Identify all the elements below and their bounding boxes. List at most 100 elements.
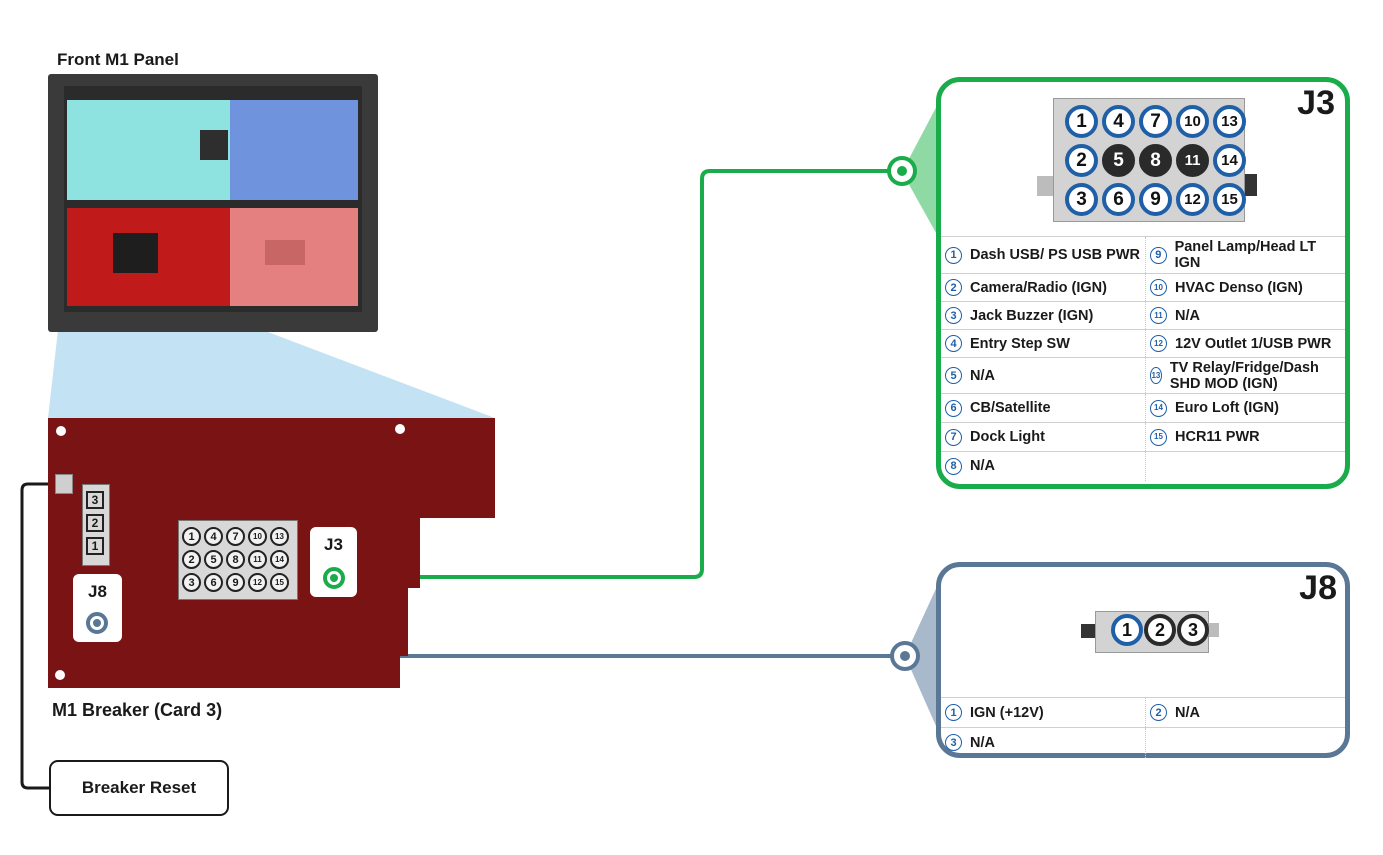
j8-pin: 1 (1111, 614, 1143, 646)
pin-function: Euro Loft (IGN) (1175, 400, 1279, 416)
pin-number-icon: 8 (945, 457, 962, 475)
board-j8-pin: 1 (86, 537, 104, 555)
pin-number-icon: 3 (945, 734, 962, 752)
board-label: M1 Breaker (Card 3) (52, 700, 223, 720)
pin-function: TV Relay/Fridge/Dash SHD MOD (IGN) (1169, 359, 1319, 392)
j8-table-row: 1 IGN (+12V) 2 N/A (941, 697, 1345, 728)
pin-function: N/A (970, 458, 995, 475)
pin-function: Panel Lamp/Head LT IGN (1174, 239, 1317, 271)
board-j3-pin: 15 (270, 573, 289, 592)
pin-number-icon: 13 (1150, 367, 1162, 384)
j8-tag-label: J8 (88, 582, 107, 601)
pin-function: N/A (1175, 307, 1200, 324)
pin-number-icon: 12 (1150, 335, 1167, 352)
pin-number-icon: 1 (945, 704, 962, 721)
board-j3-pin: 10 (248, 527, 267, 546)
pin-function: Dock Light (970, 429, 1045, 445)
pin-number-icon: 9 (1150, 246, 1167, 264)
board-j3-pin: 13 (270, 527, 289, 546)
j3-pin: 4 (1102, 105, 1135, 138)
pin-number-icon: 4 (945, 335, 962, 352)
pin-number-icon: 2 (1150, 704, 1167, 721)
j3-table-row: 5 N/A 13 TV Relay/Fridge/Dash SHD MOD (IGN) (941, 357, 1345, 394)
board-j8-pin: 2 (86, 514, 104, 532)
board-j3-pin: 8 (226, 550, 245, 569)
panel-connector (113, 233, 158, 273)
pin-function: HCR11 PWR (1175, 429, 1260, 445)
j3-pin: 9 (1139, 183, 1172, 216)
j3-pin: 10 (1176, 105, 1209, 138)
j3-pin: 3 (1065, 183, 1098, 216)
pin-function: HVAC Denso (IGN) (1175, 279, 1303, 296)
board-j3-pin: 7 (226, 527, 245, 546)
board-j3-pin: 4 (204, 527, 223, 546)
panel-card-2 (230, 100, 358, 200)
j3-tag[interactable]: J3 (310, 527, 357, 597)
board-j3-pin: 2 (182, 550, 201, 569)
pin-function: Camera/Radio (IGN) (970, 279, 1107, 296)
board-j3-pin: 12 (248, 573, 267, 592)
pin-number-icon: 14 (1150, 399, 1167, 417)
j3-table-row: 8 N/A (941, 451, 1345, 481)
pin-function: Dash USB/ PS USB PWR (970, 247, 1140, 263)
pin-number-icon: 1 (945, 246, 962, 264)
j3-pin: 12 (1176, 183, 1209, 216)
mount-hole (395, 424, 405, 434)
pin-function: CB/Satellite (970, 400, 1051, 416)
j3-pin: 14 (1213, 144, 1246, 177)
j3-table-row: 6 CB/Satellite 14 Euro Loft (IGN) (941, 393, 1345, 423)
connector-latch (1037, 176, 1055, 196)
pin-function: N/A (970, 367, 995, 384)
j3-pin: 5 (1102, 144, 1135, 177)
reset-wire (20, 482, 63, 790)
pin-function: Entry Step SW (970, 335, 1070, 352)
board-j3-pin: 3 (182, 573, 201, 592)
j8-pin: 3 (1177, 614, 1209, 646)
j3-pin: 13 (1213, 105, 1246, 138)
breaker-reset-button[interactable]: Breaker Reset (49, 760, 229, 816)
pin-function: IGN (+12V) (970, 704, 1044, 721)
pin-number-icon: 2 (945, 279, 962, 296)
connector-latch (1207, 623, 1219, 637)
j8-node-start (86, 612, 108, 634)
j8-tag[interactable]: J8 (73, 574, 122, 642)
j8-board-connector: 3 2 1 (82, 484, 110, 566)
j3-node-start (323, 567, 345, 589)
connector-latch (1081, 624, 1095, 638)
j3-pin: 6 (1102, 183, 1135, 216)
connector-latch (1243, 174, 1257, 196)
j3-pin: 7 (1139, 105, 1172, 138)
pin-number-icon: 5 (945, 367, 962, 384)
j3-pin: 8 (1139, 144, 1172, 177)
j8-pin-table: 1 IGN (+12V) 2 N/A 3 N/A (941, 697, 1345, 758)
mount-hole (56, 426, 66, 436)
j3-table-row: 1 Dash USB/ PS USB PWR 9 Panel Lamp/Head LT… (941, 236, 1345, 274)
j3-title: J3 (1297, 84, 1335, 122)
front-panel-label: Front M1 Panel (57, 50, 179, 69)
board-j3-pin: 14 (270, 550, 289, 569)
panel-detail (200, 130, 228, 160)
pin-number-icon: 6 (945, 399, 962, 417)
pin-function: N/A (1175, 704, 1200, 721)
pin-number-icon: 15 (1150, 428, 1167, 446)
pin-number-icon: 10 (1150, 279, 1167, 296)
pin-number-icon: 11 (1150, 307, 1167, 324)
j3-zoom-wedge (902, 100, 940, 240)
j3-table-row: 3 Jack Buzzer (IGN) 11 N/A (941, 301, 1345, 330)
j3-wire (336, 169, 902, 579)
pin-number-icon: 7 (945, 428, 962, 446)
j3-pin: 11 (1176, 144, 1209, 177)
board-j3-pin: 11 (248, 550, 267, 569)
board-j8-pin: 3 (86, 491, 104, 509)
j3-pin: 1 (1065, 105, 1098, 138)
board-j3-pin: 1 (182, 527, 201, 546)
j8-zoom-wedge (905, 580, 940, 735)
reset-switch-icon[interactable] (55, 474, 73, 494)
pin-number-icon: 3 (945, 307, 962, 324)
j3-tag-label: J3 (324, 535, 343, 554)
panel-connector (265, 240, 305, 265)
pin-function: Jack Buzzer (IGN) (970, 307, 1094, 324)
mount-hole (55, 670, 65, 680)
